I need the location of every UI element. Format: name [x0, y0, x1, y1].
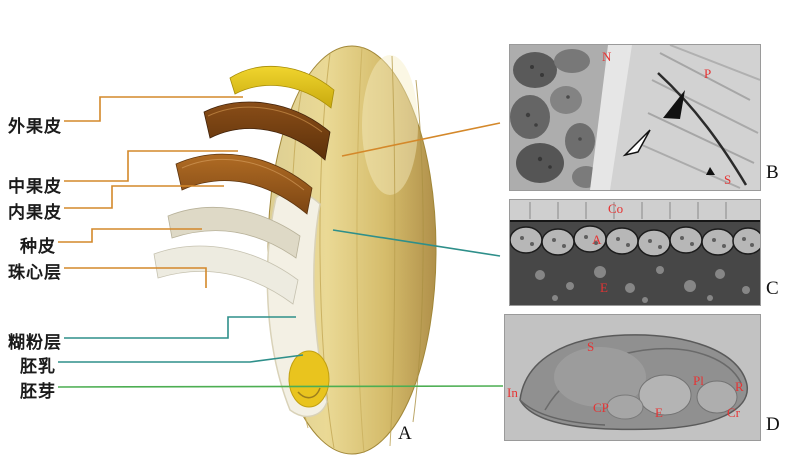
panel-b-label-n: N [602, 49, 612, 64]
connector-to-panel-b [341, 122, 501, 157]
label-exocarp: 外果皮 [8, 117, 62, 137]
panel-d-label-cp: CP [593, 400, 609, 415]
mesocarp-peel [203, 101, 331, 161]
panel-d-label-in: In [507, 385, 518, 400]
micrograph-c-image: Co A E [510, 200, 760, 305]
connector-aleurone [64, 316, 296, 339]
endocarp-peel [175, 153, 313, 215]
white-arrow-marker [622, 129, 651, 157]
connector-seed-coat [58, 228, 202, 243]
label-endosperm: 胚乳 [20, 357, 56, 377]
label-seed-coat: 种皮 [20, 237, 56, 257]
micrograph-panel-d: S In Pl R CP E Cr [505, 315, 760, 440]
peeled-layers [153, 66, 335, 305]
panel-c-label-e: E [600, 280, 608, 295]
black-arrow-marker [663, 90, 685, 119]
label-mesocarp: 中果皮 [8, 177, 62, 197]
connector-endocarp [64, 185, 224, 209]
connector-lines [57, 96, 504, 388]
label-aleurone-layer: 糊粉层 [8, 333, 62, 353]
connector-mesocarp [64, 150, 238, 182]
micrograph-d-image: S In Pl R CP E Cr [505, 315, 760, 440]
figure-letter-c: C [766, 278, 779, 299]
micrograph-panel-b: N P S [510, 45, 760, 190]
nucellar-peel [153, 245, 299, 305]
figure-letter-a: A [398, 423, 412, 444]
panel-c-label-a: A [592, 232, 602, 247]
micrograph-panel-c: Co A E [510, 200, 760, 305]
connector-to-panel-c [332, 229, 501, 257]
panel-d-label-cr: Cr [727, 405, 741, 420]
triangle-marker [706, 167, 715, 175]
exocarp-peel [229, 66, 335, 109]
panel-d-label-pl: Pl [693, 373, 704, 388]
embryo-region [288, 350, 330, 408]
label-nucellar-layer: 珠心层 [8, 263, 62, 283]
seed-coat-peel [167, 207, 301, 259]
panel-d-label-r: R [735, 379, 744, 394]
connector-exocarp [64, 96, 243, 122]
connector-nucellar [64, 267, 207, 288]
connector-endosperm [58, 354, 304, 363]
panel-d-label-e: E [655, 405, 663, 420]
figure-letter-d: D [766, 414, 780, 435]
figure-letter-b: B [766, 162, 779, 183]
panel-d-label-s: S [587, 339, 594, 354]
panel-c-label-co: Co [608, 201, 623, 216]
label-endocarp: 内果皮 [8, 203, 62, 223]
panel-b-label-s: S [724, 172, 731, 187]
connector-embryo-to-panel-d [57, 385, 504, 388]
panel-b-label-p: P [704, 66, 711, 81]
micrograph-b-image: N P S [510, 45, 760, 190]
label-embryo: 胚芽 [20, 382, 56, 402]
